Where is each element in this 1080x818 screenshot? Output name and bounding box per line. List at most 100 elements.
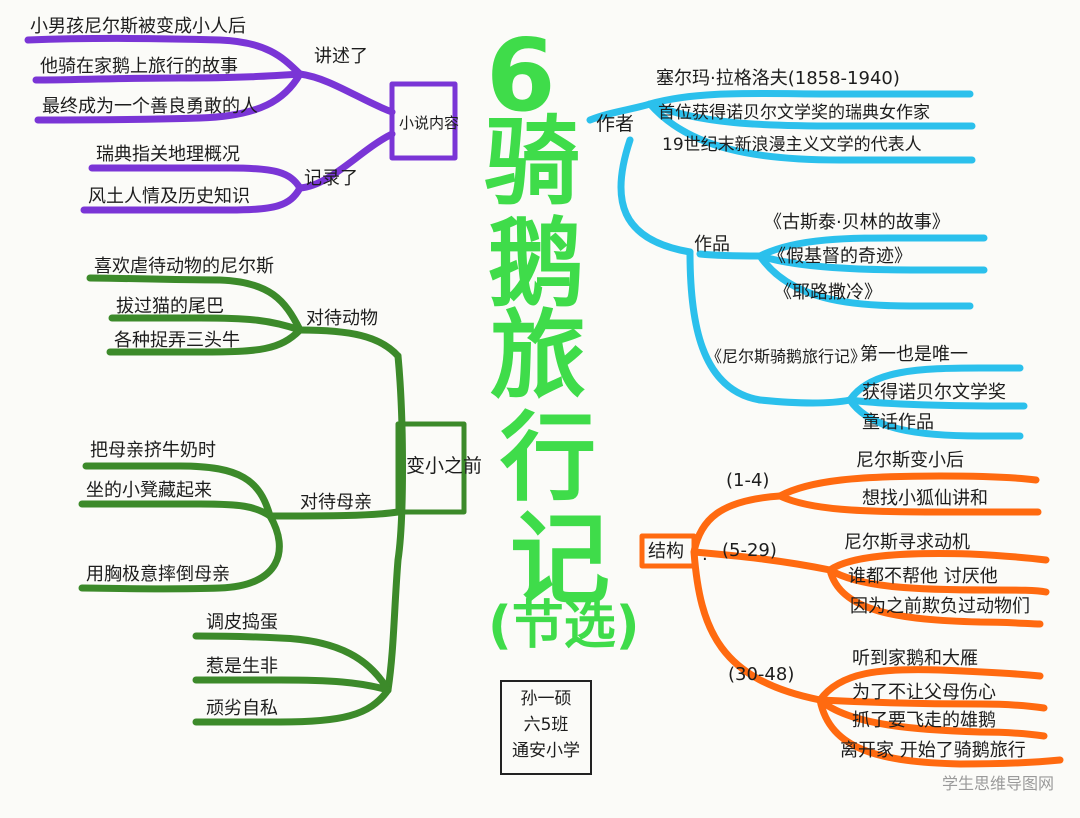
watermark: 学生思维导图网 xyxy=(941,774,1054,793)
structure-label: 结构 xyxy=(648,541,684,562)
before-spine xyxy=(384,352,406,694)
author-line-1 xyxy=(646,89,974,108)
nils-item-3: 童话作品 xyxy=(862,412,934,433)
title-char-2: 鹅 xyxy=(488,208,584,320)
part3-item-3: 抓了要飞走的雄鹅 xyxy=(852,710,996,731)
mother-item-2: 坐的小凳藏起来 xyxy=(86,480,212,501)
nils-item-1: 第一也是唯一 xyxy=(860,344,968,365)
works-label: 作品 xyxy=(694,234,730,255)
animals-line-3 xyxy=(106,326,304,356)
traits-line-1 xyxy=(192,632,392,694)
content-box-label: 小说内容 xyxy=(399,114,459,132)
narrated-line-3 xyxy=(34,70,304,124)
author-line-3 xyxy=(646,100,976,164)
before-box-label: 变小之前 xyxy=(406,455,482,477)
trait-3: 顽劣自私 xyxy=(206,698,278,719)
part1-item-2: 想找小狐仙讲和 xyxy=(862,488,988,509)
works-item-2: 《假基督的奇迹》 xyxy=(768,246,912,267)
narrated-item-2: 他骑在家鹅上旅行的故事 xyxy=(40,56,238,77)
author-item-3: 19世纪末新浪漫主义文学的代表人 xyxy=(662,135,922,155)
part2-item-3: 因为之前欺负过动物们 xyxy=(850,596,1030,617)
animals-item-2: 拔过猫的尾巴 xyxy=(116,296,224,317)
title-char-3: 旅 xyxy=(490,300,586,412)
before-box xyxy=(395,421,467,515)
author-item-2: 首位获得诺贝尔文学奖的瑞典女作家 xyxy=(658,103,930,123)
animals-line-2 xyxy=(108,314,304,334)
title-number: 6 xyxy=(486,17,556,134)
nils-line-1 xyxy=(846,364,1024,404)
part3-line-1 xyxy=(816,666,1044,704)
nils-label: 《尼尔斯骑鹅旅行记》 xyxy=(706,347,866,366)
part1-range: (1-4) xyxy=(726,470,769,491)
works-line-1 xyxy=(756,234,988,260)
narrated-item-1: 小男孩尼尔斯被变成小人后 xyxy=(30,16,246,37)
part1-item-1: 尼尔斯变小后 xyxy=(856,450,964,471)
author-spine xyxy=(617,136,694,256)
part2-line-3 xyxy=(826,566,1044,628)
mother-line-2 xyxy=(78,500,274,520)
recorded-line-2 xyxy=(80,184,304,214)
part2-line-1 xyxy=(826,550,1050,574)
nils-line-2 xyxy=(846,396,1028,410)
animals-connector xyxy=(296,326,402,360)
mother-item-3: 用胸极意摔倒母亲 xyxy=(86,564,230,585)
title-subtitle: (节选) xyxy=(488,596,640,656)
part3-item-1: 听到家鹅和大雁 xyxy=(852,648,978,669)
narrated-line-2 xyxy=(32,70,304,84)
narrated-item-3: 最终成为一个善良勇敢的人 xyxy=(42,96,258,117)
mother-item-1: 把母亲挤牛奶时 xyxy=(90,440,216,461)
mother-line-3 xyxy=(78,512,283,593)
signature-name: 孙一硕 xyxy=(520,689,572,709)
works-item-1: 《古斯泰·贝林的故事》 xyxy=(764,212,950,233)
narrated-label: 讲述了 xyxy=(314,46,368,67)
part3-item-4: 离开家 开始了骑鹅旅行 xyxy=(840,740,1026,761)
part3-line-4 xyxy=(816,696,1064,768)
traits-line-2 xyxy=(192,676,392,694)
mother-connector xyxy=(266,508,402,520)
author-line-2 xyxy=(646,100,976,130)
author-item-1: 塞尔玛·拉格洛夫(1858-1940) xyxy=(656,68,900,89)
part3-line-2 xyxy=(816,696,1048,712)
recorded-item-2: 风土人情及历史知识 xyxy=(88,186,250,207)
part1-line-2 xyxy=(776,492,1042,516)
content-branch xyxy=(24,35,458,214)
signature-school: 通安小学 xyxy=(512,741,580,761)
trait-1: 调皮捣蛋 xyxy=(206,612,278,633)
recorded-connector xyxy=(296,130,396,192)
part1-line-1 xyxy=(776,472,1040,500)
title-char-1: 骑 xyxy=(484,106,580,218)
nils-line-3 xyxy=(846,396,1024,440)
mother-label: 对待母亲 xyxy=(300,492,372,513)
part2-line-2 xyxy=(826,566,1050,596)
narrated-connector xyxy=(296,70,396,116)
works-item-3: 《耶路撒冷》 xyxy=(774,282,882,303)
part3-range: (30-48) xyxy=(728,664,794,685)
animals-label: 对待动物 xyxy=(306,308,378,329)
structure-dot: . xyxy=(702,544,708,565)
recorded-label: 记录了 xyxy=(304,168,358,189)
signature-box: 孙一硕 六5班 通安小学 xyxy=(500,680,592,775)
recorded-item-1: 瑞典指关地理概况 xyxy=(96,144,240,165)
part3-item-2: 为了不让父母伤心 xyxy=(852,682,996,703)
traits-line-3 xyxy=(192,686,392,726)
mother-line-1 xyxy=(82,462,274,520)
recorded-line-1 xyxy=(88,164,304,192)
trait-2: 惹是生非 xyxy=(206,656,278,677)
works-spine xyxy=(686,248,764,404)
works-connector xyxy=(696,250,764,260)
animals-item-3: 各种捉弄三头牛 xyxy=(114,330,240,351)
works-line-2 xyxy=(756,252,988,274)
before-branch xyxy=(78,274,467,726)
part3-line-3 xyxy=(816,696,1048,740)
nils-item-2: 获得诺贝尔文学奖 xyxy=(862,382,1006,403)
structure-spine xyxy=(690,492,834,704)
author-label: 作者 xyxy=(596,113,634,135)
part2-item-1: 尼尔斯寻求动机 xyxy=(844,532,970,553)
signature-class: 六5班 xyxy=(523,715,569,735)
structure-branch xyxy=(639,472,1064,768)
title-char-5: 记 xyxy=(510,501,610,618)
title-char-4: 行 xyxy=(500,402,596,514)
narrated-line-1 xyxy=(24,35,304,78)
author-branch xyxy=(586,89,1028,440)
